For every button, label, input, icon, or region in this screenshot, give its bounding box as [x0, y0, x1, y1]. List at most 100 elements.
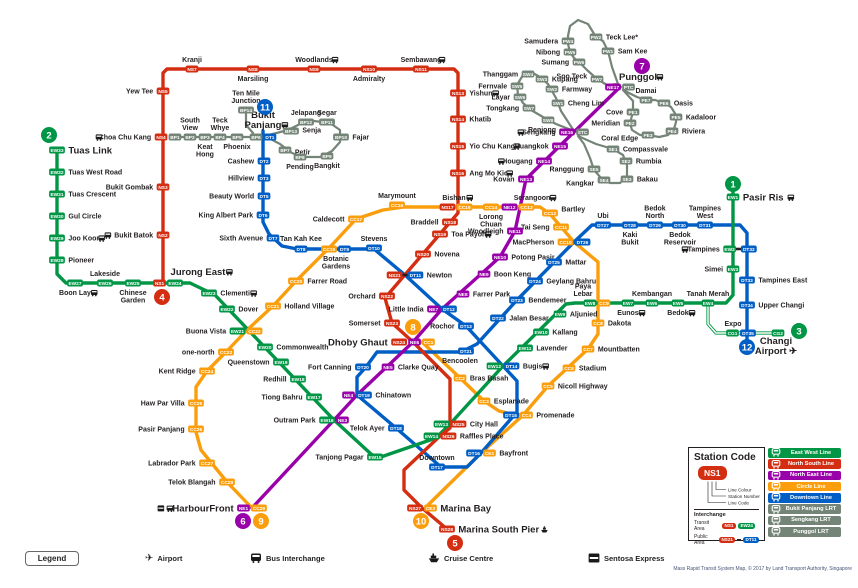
legend-row-label: North East Line — [789, 472, 833, 479]
station-label: Chinatown — [375, 393, 411, 400]
svg-text:SE3: SE3 — [622, 177, 631, 183]
station-code-badge — [230, 133, 244, 141]
legend-item-cruise-centre: Cruise Centre — [428, 553, 493, 563]
svg-text:NE7: NE7 — [429, 307, 439, 313]
station-code-badge — [450, 169, 466, 177]
bus-interchange-icon — [484, 231, 492, 238]
station-code-badge — [361, 65, 377, 73]
svg-text:PE7: PE7 — [641, 98, 650, 104]
svg-text:CC6: CC6 — [564, 366, 574, 372]
station-label: Chuan — [480, 222, 502, 229]
public-area-code-dt11: DT11 — [743, 536, 759, 544]
station-code-badge — [246, 65, 260, 73]
svg-text:EW15: EW15 — [368, 455, 381, 461]
station-code-badge — [545, 85, 559, 93]
bus-interchange-icon — [466, 194, 473, 202]
station-code-badge — [542, 209, 558, 217]
station-label: Toa Payoh — [451, 232, 486, 239]
station-label: Tanah Merah — [687, 291, 730, 298]
station-code-badge — [156, 231, 170, 239]
station-code-badge — [645, 299, 659, 307]
station-label: Layar — [491, 95, 510, 102]
station-label: Queenstown — [228, 360, 270, 367]
station-code-legend-diagram: Line Colour Station Number Line Code — [707, 481, 760, 505]
station-label: Braddell — [411, 220, 439, 227]
line-sengkang-lrt-west-loop — [515, 70, 576, 133]
public-area-code-ns21: NS21 — [718, 536, 736, 544]
svg-text:NS2: NS2 — [158, 233, 168, 239]
station-label: Kranji — [182, 57, 202, 64]
station-label: Senja — [302, 128, 321, 135]
svg-text:DT24: DT24 — [529, 279, 541, 285]
svg-text:CC15: CC15 — [458, 205, 471, 211]
station-label: Hougang — [502, 159, 532, 166]
svg-text:STC: STC — [578, 130, 588, 136]
svg-text:NS20: NS20 — [417, 252, 429, 258]
station-label: West — [697, 213, 714, 220]
svg-text:EW23: EW23 — [202, 291, 215, 297]
station-label: Damai — [635, 88, 656, 95]
svg-text:PE4: PE4 — [667, 129, 676, 135]
station-code-badge — [591, 319, 605, 327]
station-code-badge — [587, 165, 601, 173]
svg-text:NS25: NS25 — [453, 422, 465, 428]
svg-text:DT33: DT33 — [741, 278, 753, 284]
station-label: Compassvale — [623, 147, 668, 154]
station-code-badge — [199, 367, 215, 375]
station-label: Lebar — [573, 291, 592, 298]
bus-interchange-icon — [498, 158, 505, 165]
svg-text:EW3: EW3 — [728, 267, 739, 273]
station-code-badge — [450, 142, 466, 150]
station-label: Kangkar — [566, 181, 594, 188]
station-label: Mattar — [565, 260, 586, 267]
legend-item-label: Sentosa Express — [604, 553, 665, 563]
station-code-badge — [589, 33, 603, 41]
svg-text:SE5: SE5 — [589, 167, 598, 173]
svg-text:EW32: EW32 — [50, 170, 63, 176]
station-label: Khatib — [469, 117, 491, 124]
station-code-badge — [389, 201, 405, 209]
station-label: Lorong — [479, 214, 503, 221]
station-label: View — [182, 125, 198, 132]
svg-text:EW29: EW29 — [50, 236, 63, 242]
station-label: Choa Chu Kang — [99, 135, 152, 142]
airport-icon: ✈ — [145, 553, 154, 564]
public-area-row: Public Area NS21 DT11 — [694, 534, 759, 546]
station-label: Punggol — [619, 72, 657, 83]
terminus-number-badge-10: 10 — [413, 513, 429, 529]
legend-row-punggol-lrt: Punggol LRT — [768, 526, 841, 537]
station-label: Panjang — [245, 120, 282, 131]
cruise-centre-icon — [428, 553, 440, 563]
svg-text:BP13: BP13 — [285, 129, 297, 135]
train-icon — [771, 470, 781, 480]
station-code-badge — [319, 118, 335, 126]
svg-text:CC21: CC21 — [267, 304, 280, 310]
legend-row-label: Circle Line — [796, 483, 826, 490]
svg-text:SW5: SW5 — [512, 84, 523, 90]
station-code-badge — [156, 87, 170, 95]
station-code-badge — [490, 314, 506, 322]
station-label: Cheng Lim — [568, 101, 604, 108]
station-code-badge — [407, 504, 423, 512]
station-label: Bukit Gombak — [106, 185, 154, 192]
svg-text:DT29: DT29 — [649, 223, 661, 229]
station-code-badge — [597, 176, 611, 184]
svg-text:NE1: NE1 — [239, 506, 249, 512]
svg-text:EW22: EW22 — [220, 307, 233, 313]
station-code-badge — [201, 289, 217, 297]
station-code-badge — [320, 152, 334, 160]
